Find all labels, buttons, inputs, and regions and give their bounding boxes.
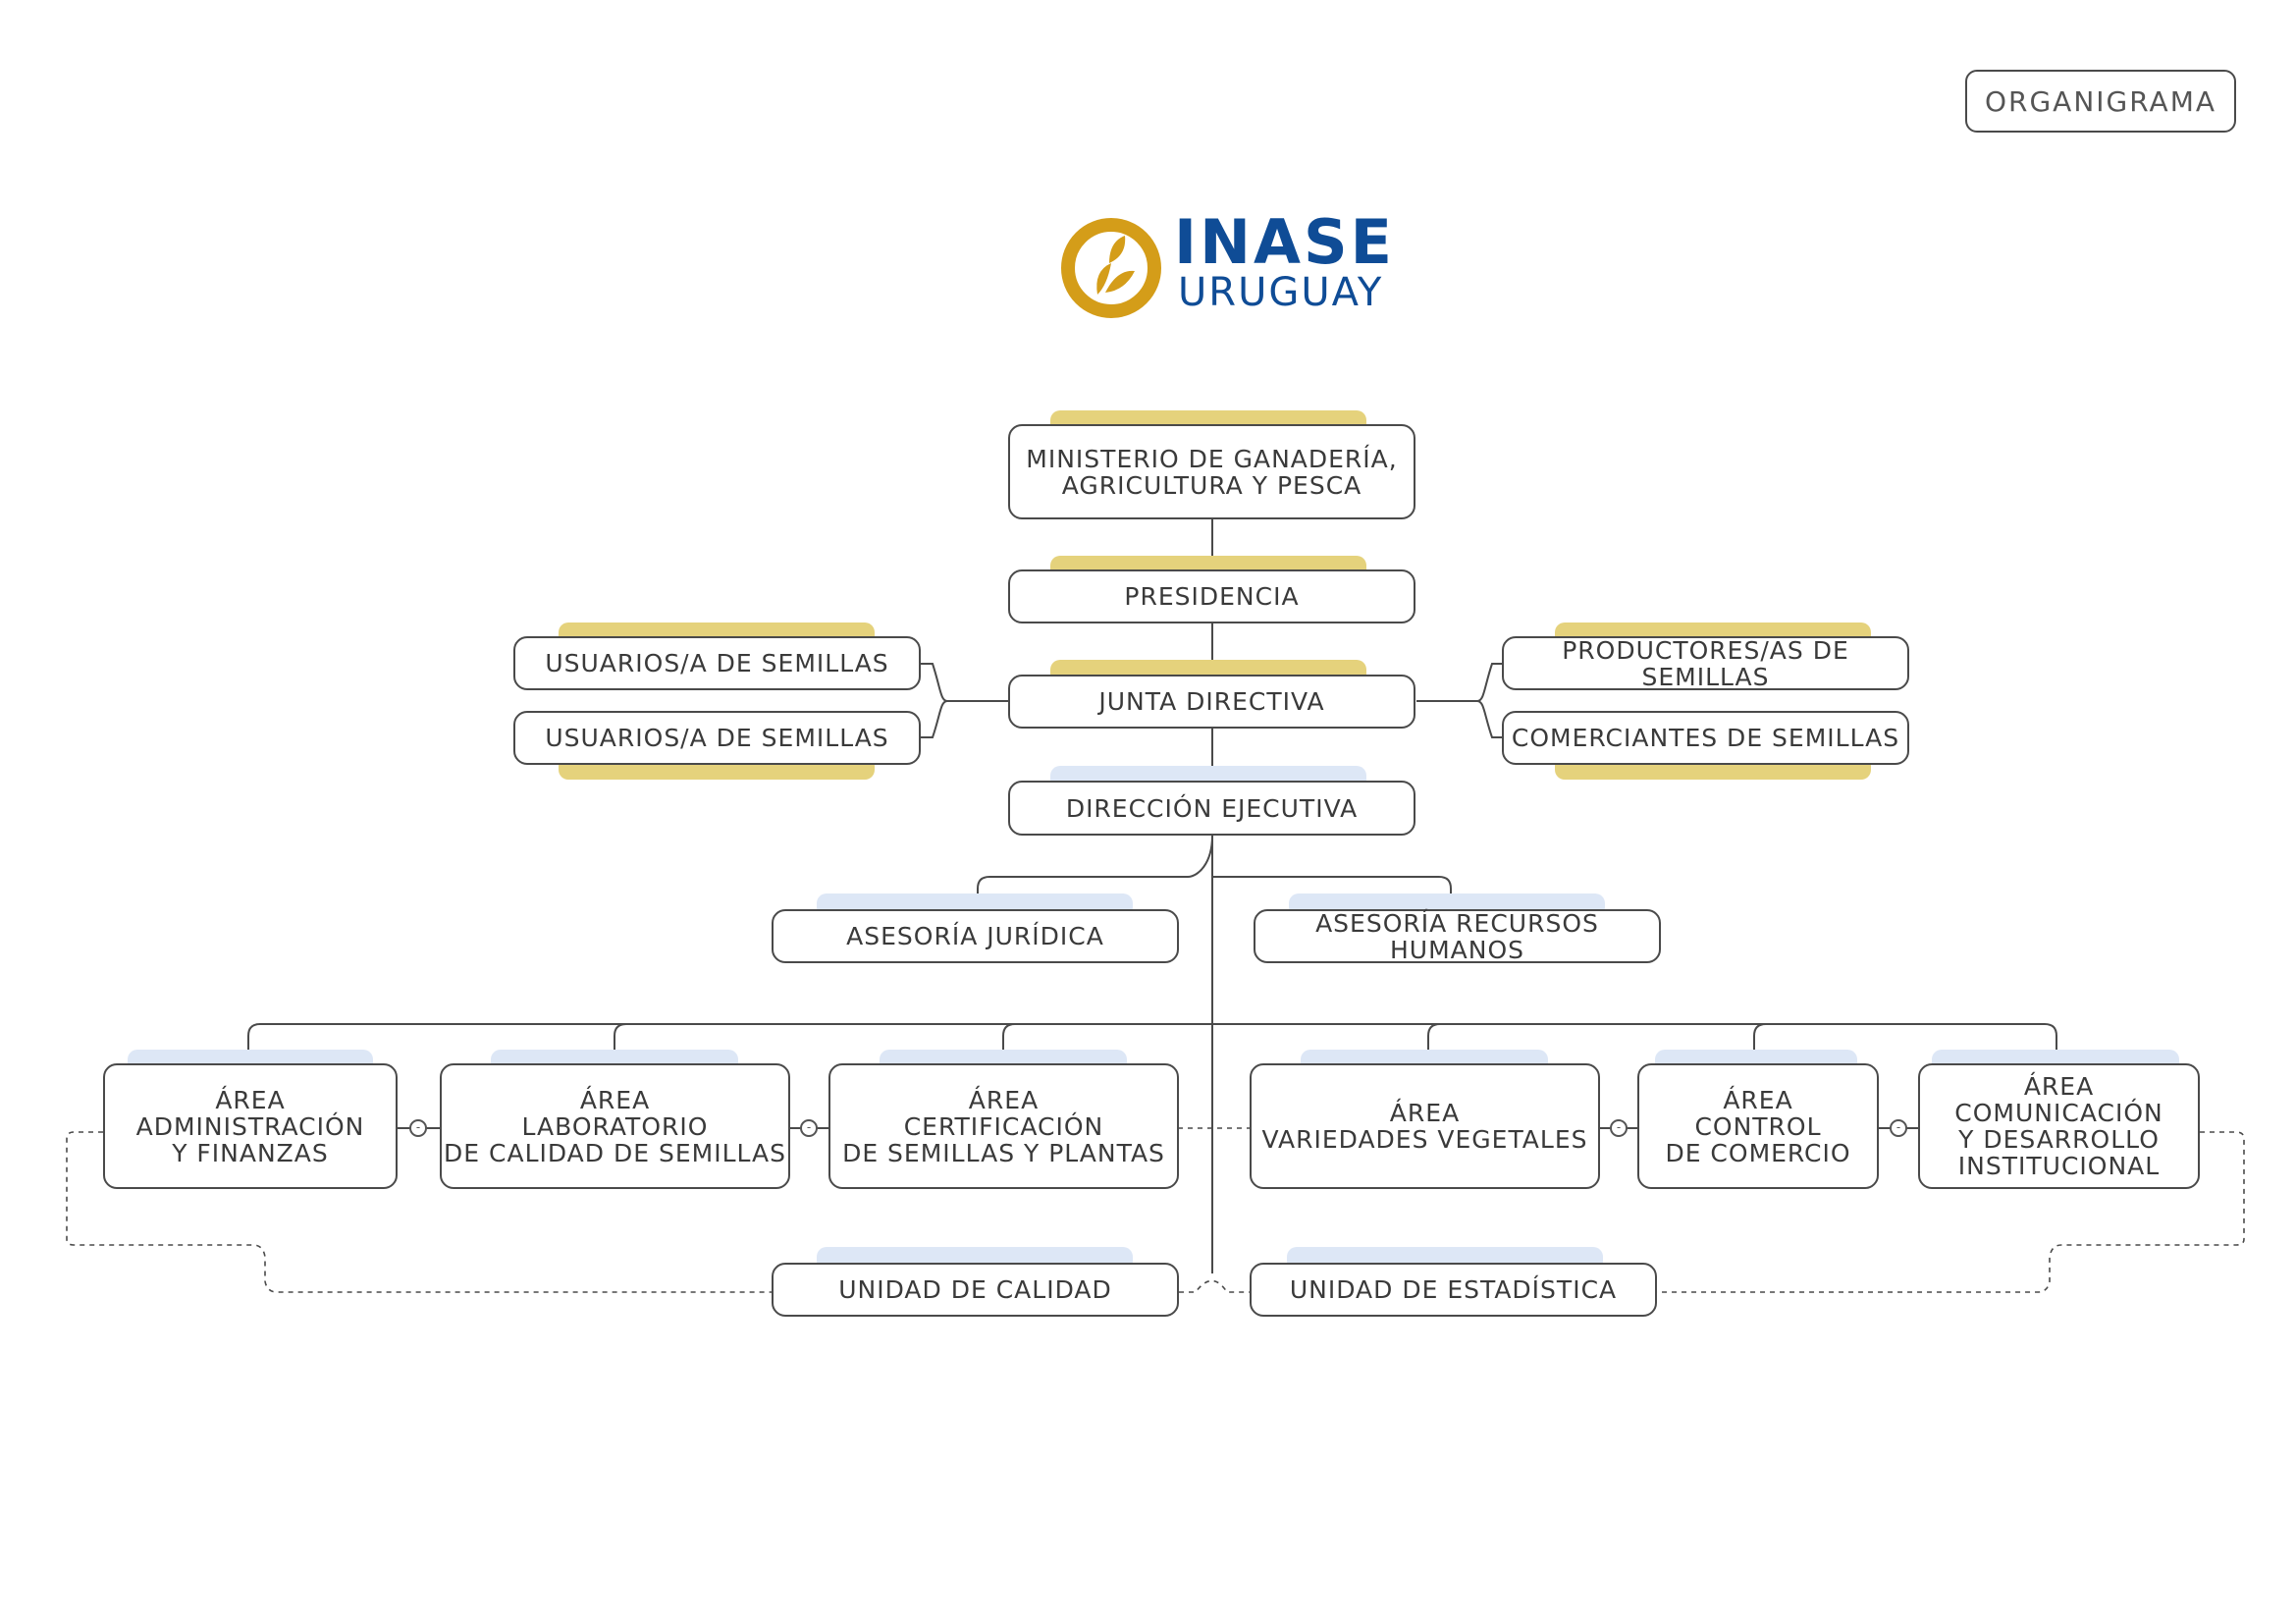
node-usuarios-1: USUARIOS/A DE SEMILLAS: [513, 636, 921, 690]
collapse-marker-icon: -: [1890, 1119, 1907, 1137]
inase-logo: [1061, 218, 1161, 318]
node-area-control: ÁREA CONTROL DE COMERCIO: [1637, 1063, 1879, 1189]
collapse-marker-icon: -: [800, 1119, 818, 1137]
logo-subtitle: URUGUAY: [1178, 270, 1384, 315]
node-unidad-calidad: UNIDAD DE CALIDAD: [772, 1263, 1179, 1317]
logo-title: INASE: [1174, 206, 1395, 278]
node-productores: PRODUCTORES/AS DE SEMILLAS: [1502, 636, 1909, 690]
node-ministerio: MINISTERIO DE GANADERÍA, AGRICULTURA Y P…: [1008, 424, 1415, 519]
connector-area-variedades: [1427, 1023, 1441, 1064]
node-area-laboratorio: ÁREA LABORATORIO DE CALIDAD DE SEMILLAS: [440, 1063, 790, 1189]
node-area-comunicacion: ÁREA COMUNICACIÓN Y DESARROLLO INSTITUCI…: [1918, 1063, 2200, 1189]
node-junta-directiva: JUNTA DIRECTIVA: [1008, 675, 1415, 729]
dashed-right-loop: [1655, 1131, 2245, 1293]
connector-junta-productores: [1416, 663, 1504, 738]
node-usuarios-2: USUARIOS/A DE SEMILLAS: [513, 711, 921, 765]
connector-asesorias: [977, 835, 1452, 910]
connector-area-laboratorio: [614, 1023, 627, 1064]
connector-junta-usuarios: [921, 663, 1010, 738]
node-asesoria-juridica: ASESORÍA JURÍDICA: [772, 909, 1179, 963]
node-area-certificacion: ÁREA CERTIFICACIÓN DE SEMILLAS Y PLANTAS: [828, 1063, 1179, 1189]
connector-area-certificacion: [1002, 1023, 1016, 1064]
node-area-variedades: ÁREA VARIEDADES VEGETALES: [1250, 1063, 1600, 1189]
node-asesoria-rrhh: ASESORÍA RECURSOS HUMANOS: [1254, 909, 1661, 963]
node-area-administracion: ÁREA ADMINISTRACIÓN Y FINANZAS: [103, 1063, 398, 1189]
node-unidad-estadistica: UNIDAD DE ESTADÍSTICA: [1250, 1263, 1657, 1317]
connector-area-control: [1753, 1023, 1767, 1064]
collapse-marker-icon: -: [409, 1119, 427, 1137]
node-presidencia: PRESIDENCIA: [1008, 569, 1415, 623]
node-direccion-ejecutiva: DIRECCIÓN EJECUTIVA: [1008, 781, 1415, 836]
organigrama-badge: ORGANIGRAMA: [1965, 70, 2236, 133]
connector-areas-bus: [247, 1023, 2057, 1064]
dashed-unidades: [1179, 1279, 1251, 1293]
leaf-circle-icon: [1061, 218, 1161, 318]
collapse-marker-icon: -: [1610, 1119, 1628, 1137]
dashed-left-loop: [66, 1131, 773, 1293]
node-comerciantes: COMERCIANTES DE SEMILLAS: [1502, 711, 1909, 765]
